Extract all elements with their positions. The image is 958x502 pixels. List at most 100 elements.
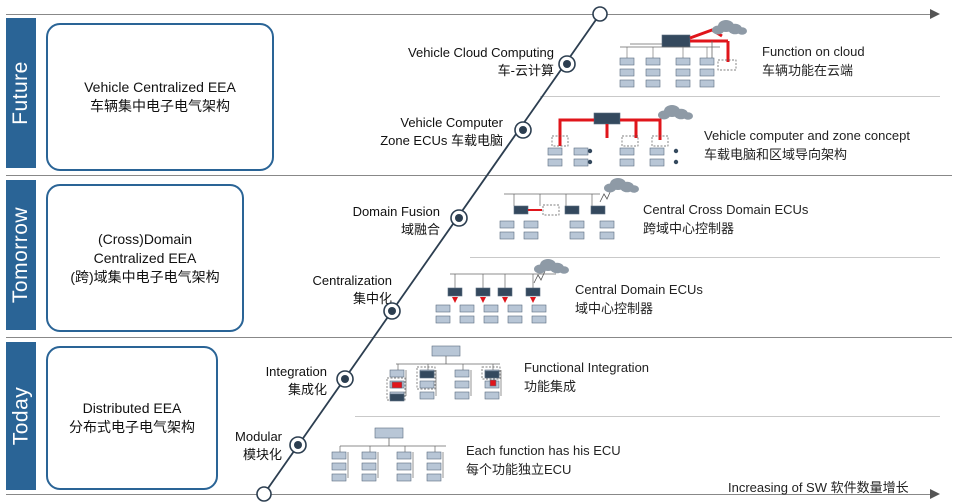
ecu-box [675, 68, 691, 77]
ecu-box [645, 57, 661, 66]
ecu-box [454, 369, 470, 378]
ecu-box [619, 68, 635, 77]
diagram-integration [386, 345, 502, 402]
progression-line [263, 13, 601, 495]
ecu-box [396, 451, 412, 460]
domain-ecu [475, 287, 491, 297]
wireless-link [599, 189, 612, 203]
marker-dot [388, 307, 396, 315]
marker-dot [341, 375, 349, 383]
ecu-box [331, 462, 347, 471]
ecu-box [426, 473, 442, 482]
desc-each-function: Each function has his ECU 每个功能独立ECU [466, 443, 621, 477]
domain-ecu [525, 287, 541, 297]
ecu-box [675, 79, 691, 88]
desc-zone-concept: Vehicle computer and zone concept 车载电脑和区… [704, 128, 910, 162]
ecu-box [531, 315, 547, 324]
fused-ecu [513, 205, 529, 215]
ecu-box [619, 147, 635, 156]
stage-separator [355, 416, 940, 417]
gateway-ecu [431, 345, 461, 357]
ecu-box [569, 220, 585, 229]
fused-ecu [590, 205, 606, 215]
integrated-ecu [489, 379, 497, 387]
ecu-box [649, 158, 665, 167]
ecu-box [675, 57, 691, 66]
ecu-box [569, 231, 585, 240]
stage-separator [540, 96, 940, 97]
ecu-box [483, 304, 499, 313]
ecu-diagrams [331, 20, 747, 482]
ecu-box [396, 473, 412, 482]
ecu-box [547, 147, 563, 156]
arch-box-today: Distributed EEA 分布式电子电气架构 [46, 346, 218, 490]
sensor-node [673, 148, 679, 154]
vehicle-computer [593, 112, 621, 125]
ecu-box [645, 68, 661, 77]
stage-markers [289, 55, 576, 454]
domain-arrow [480, 297, 486, 303]
arch-today-zh: 分布式电子电气架构 [69, 419, 195, 435]
marker-dot [455, 214, 463, 222]
ecu-box [573, 158, 589, 167]
ecu-box [507, 315, 523, 324]
wireless-link [533, 270, 546, 284]
cloud-puff [629, 185, 639, 193]
arch-future-zh: 车辆集中电子电气架构 [90, 98, 230, 114]
ecu-box [523, 220, 539, 229]
diagram-domain-fusion [499, 178, 639, 240]
domain-arrow [530, 297, 536, 303]
diagram-vehicle-cloud [619, 20, 747, 88]
timeline-start-node [256, 486, 272, 502]
ecu-box [573, 147, 589, 156]
marker-dot [294, 441, 302, 449]
integrated-ecu [391, 381, 403, 389]
diagram-modular [331, 427, 446, 482]
ecu-box [619, 57, 635, 66]
cloud-icon [712, 20, 747, 35]
band-tomorrow: Tomorrow [6, 180, 36, 330]
ecu-box [361, 451, 377, 460]
sensor-node [587, 148, 593, 154]
arch-tomorrow-zh: (跨)域集中电子电气架构 [70, 268, 220, 285]
ecu-box [396, 462, 412, 471]
cloud-puff [683, 112, 693, 120]
stage-label-vehicle-cloud: Vehicle Cloud Computing 车-云计算 [408, 45, 554, 78]
ecu-box [454, 380, 470, 389]
ecu-box [499, 231, 515, 240]
arch-future-en: Vehicle Centralized EEA [84, 79, 236, 95]
merged-ecu-outline [542, 204, 560, 216]
top-axis-line [6, 14, 932, 15]
merged-ecu-outline [717, 59, 737, 71]
stage-marker-vehicle-cloud [558, 55, 576, 73]
stage-marker-domain-fusion [450, 209, 468, 227]
domain-ecu [497, 287, 513, 297]
gateway-ecu [374, 427, 404, 439]
divider-tomorrow-today [6, 337, 952, 338]
ecu-box [361, 462, 377, 471]
desc-functional-integration: Functional Integration 功能集成 [524, 360, 650, 394]
ecu-box [459, 304, 475, 313]
stage-marker-integration [336, 370, 354, 388]
diagram-vehicle-computer [547, 105, 693, 167]
domain-arrow [502, 297, 508, 303]
ecu-box [499, 220, 515, 229]
arch-tomorrow-en2: Centralized EEA [93, 249, 197, 266]
ecu-box [599, 231, 615, 240]
arch-today-en: Distributed EEA [82, 400, 182, 416]
merged-ecu-outline [551, 135, 569, 147]
merged-ecu-outline [416, 366, 436, 390]
diagram-centralization [435, 259, 569, 324]
ecu-box [531, 304, 547, 313]
arch-box-future: Vehicle Centralized EEA 车辆集中电子电气架构 [46, 23, 274, 171]
stage-marker-centralization [383, 302, 401, 320]
stage-label-vehicle-computer: Vehicle Computer Zone ECUs 车载电脑 [380, 115, 503, 148]
vehicle-computer [661, 34, 691, 48]
integrated-ecu [389, 393, 405, 402]
bottom-arrow-head [930, 489, 940, 499]
ecu-box [523, 231, 539, 240]
ecu-box [426, 451, 442, 460]
ecu-box [483, 315, 499, 324]
ecu-box [507, 304, 523, 313]
stage-label-modular: Modular 模块化 [235, 429, 282, 462]
